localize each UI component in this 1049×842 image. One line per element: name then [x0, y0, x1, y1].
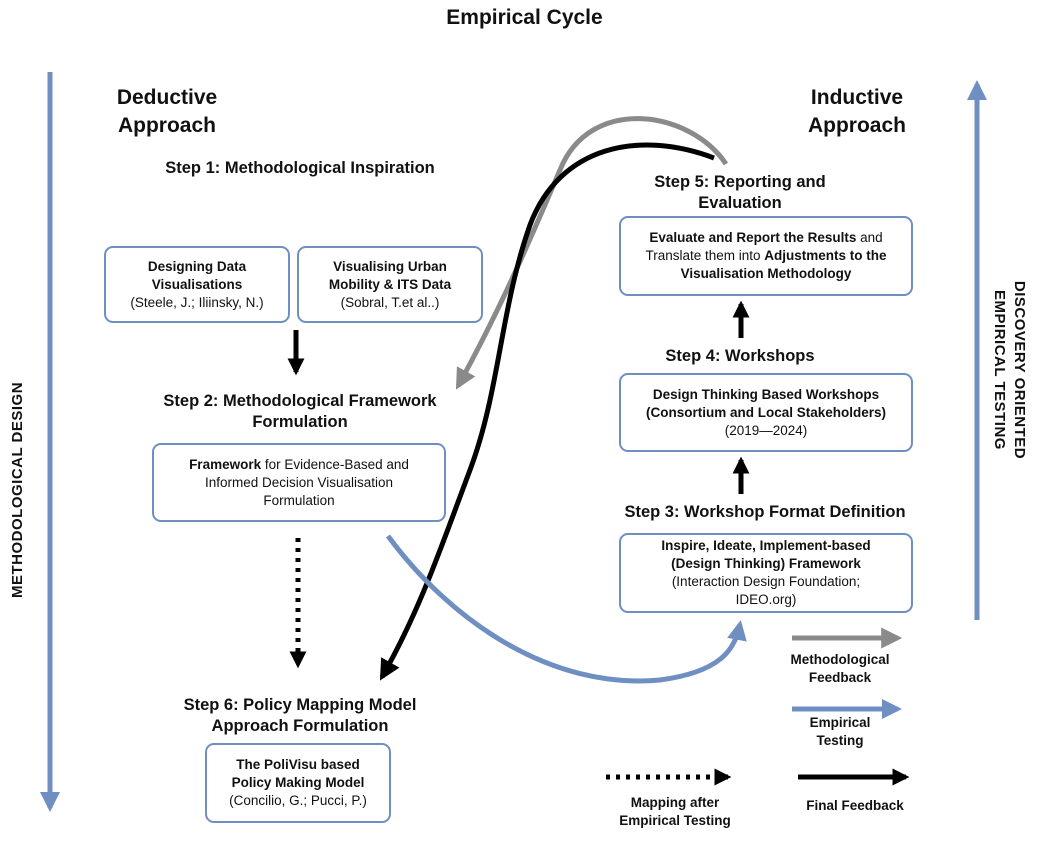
urban-mobility-box: Visualising Urban Mobility & ITS Data (S… [297, 246, 483, 323]
step2-line2: Formulation [252, 413, 348, 431]
inspire-ref1: (Interaction Design Foundation; [671, 574, 861, 589]
designing-data-ref: (Steele, J.; Iliinsky, N.) [130, 294, 264, 310]
policy-model-title2: Policy Making Model [231, 775, 365, 790]
workshops-box: Design Thinking Based Workshops (Consort… [619, 373, 913, 452]
legend-empirical-line1: Empirical [809, 715, 871, 730]
final-feedback-curve [379, 142, 715, 681]
step2-line1: Step 2: Methodological Framework [163, 392, 437, 410]
legend-methodological-label: Methodological Feedback [770, 651, 910, 687]
designing-data-title2: Visualisations [151, 276, 243, 292]
inductive-heading-line2: Approach [807, 114, 906, 137]
empirical-testing-curve [385, 534, 747, 684]
evaluate-line2: Translate them into Adjustments to the [645, 247, 886, 265]
deductive-heading-line2: Approach [117, 114, 216, 137]
framework-line3: Formulation [263, 492, 335, 508]
policy-model-box: The PoliVisu based Policy Making Model (… [205, 743, 391, 823]
inspire-title2: (Design Thinking) Framework [671, 556, 861, 571]
deductive-heading-line1: Deductive [116, 86, 218, 109]
policy-model-ref: (Concilio, G.; Pucci, P.) [229, 793, 367, 808]
framework-line2: Informed Decision Visualisation [204, 474, 394, 490]
evaluate-text1: and [856, 230, 883, 245]
methodological-feedback-curve [455, 116, 729, 390]
step3-label: Step 3: Workshop Format Definition [624, 503, 906, 521]
framework-rest1: for Evidence-Based and [261, 456, 409, 472]
step6-line2: Approach Formulation [211, 717, 389, 735]
step5-label: Step 5: Reporting and Evaluation [620, 172, 860, 214]
inspire-box: Inspire, Ideate, Implement-based (Design… [619, 533, 913, 613]
workshops-title2: (Consortium and Local Stakeholders) [645, 404, 887, 420]
evaluate-box: Evaluate and Report the Results and Tran… [619, 216, 913, 296]
designing-data-title1: Designing Data [147, 258, 247, 274]
urban-mobility-title1: Visualising Urban [333, 258, 447, 274]
step5-line2: Evaluation [698, 194, 782, 212]
diagram-title: Empirical Cycle [446, 6, 603, 29]
step5-line1: Step 5: Reporting and [654, 173, 826, 191]
step4-label: Step 4: Workshops [665, 347, 815, 365]
inductive-heading: Inductive Approach [782, 84, 932, 140]
framework-box: Framework for Evidence-Based and Informe… [152, 443, 446, 522]
legend-empirical-line2: Testing [816, 733, 864, 748]
step1-label: Step 1: Methodological Inspiration [165, 159, 435, 177]
evaluate-bold2: Adjustments to the [764, 248, 887, 263]
inspire-title1: Inspire, Ideate, Implement-based [661, 538, 871, 553]
legend-empirical-label: Empirical Testing [770, 714, 910, 750]
step6-label: Step 6: Policy Mapping Model Approach Fo… [130, 695, 470, 737]
framework-bold: Framework [189, 456, 262, 472]
policy-model-title1: The PoliVisu based [236, 757, 360, 772]
inductive-heading-line1: Inductive [810, 86, 904, 109]
urban-mobility-title2: Mobility & ITS Data [328, 276, 452, 292]
legend-methodological-line1: Methodological [790, 652, 890, 667]
legend-methodological-line2: Feedback [808, 670, 872, 685]
workshops-title1: Design Thinking Based Workshops [652, 386, 880, 402]
framework-line1: Framework for Evidence-Based and [189, 456, 409, 474]
legend-mapping-label: Mapping after Empirical Testing [590, 794, 760, 830]
legend-mapping-line1: Mapping after [630, 795, 720, 810]
evaluate-line3: Visualisation Methodology [680, 266, 852, 281]
step2-label: Step 2: Methodological Framework Formula… [120, 391, 480, 433]
deductive-heading: Deductive Approach [92, 84, 242, 140]
evaluate-text2: Translate them into [645, 248, 765, 263]
legend-final-label: Final Feedback [806, 798, 904, 813]
workshops-ref: (2019—2024) [724, 422, 808, 438]
inspire-ref2: IDEO.org) [735, 592, 797, 607]
urban-mobility-ref: (Sobral, T.et al..) [340, 294, 440, 310]
step6-line1: Step 6: Policy Mapping Model [183, 696, 417, 714]
designing-data-box: Designing Data Visualisations (Steele, J… [104, 246, 290, 323]
legend-mapping-line2: Empirical Testing [619, 813, 731, 828]
evaluate-bold1: Evaluate and Report the Results [649, 230, 857, 245]
evaluate-line1: Evaluate and Report the Results and [649, 229, 882, 247]
